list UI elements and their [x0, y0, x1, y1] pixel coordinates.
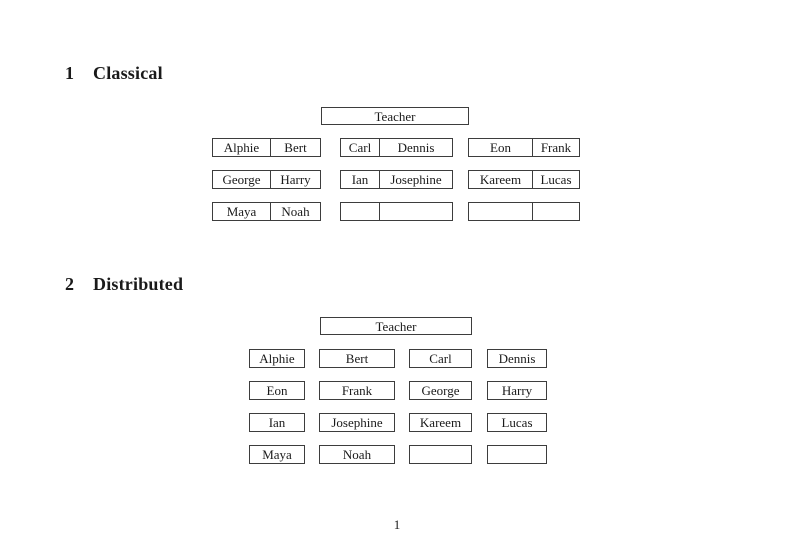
seat-cell: Harry — [280, 172, 311, 187]
distributed-seat-r3-c1: Ian — [249, 413, 305, 432]
distributed-seat-r2-c3: George — [409, 381, 472, 400]
distributed-seat-r4-c3 — [409, 445, 472, 464]
seat-cell — [380, 203, 452, 220]
page-number: 1 — [393, 517, 401, 532]
distributed-seat-r3-c3: Kareem — [409, 413, 472, 432]
distributed-seat-r2-c2: Frank — [319, 381, 395, 400]
distributed-seat-r3-c4: Lucas — [487, 413, 547, 432]
classical-desk-r1-c2: Carl Dennis — [340, 138, 453, 157]
classical-desk-r1-c3: Eon Frank — [468, 138, 580, 157]
seat-cell: Josephine — [390, 172, 442, 187]
seat-cell — [341, 203, 380, 220]
seat-cell: Lucas — [540, 172, 572, 187]
classical-desk-r3-c2 — [340, 202, 453, 221]
seat-cell: Noah — [281, 204, 310, 219]
seat-cell — [533, 203, 579, 220]
distributed-seat-r1-c1: Alphie — [249, 349, 305, 368]
classical-desk-r1-c1: Alphie Bert — [212, 138, 321, 157]
section-title: Distributed — [93, 274, 184, 294]
seat-cell: Eon — [469, 139, 533, 156]
seat-cell: Carl — [341, 139, 380, 156]
seat-cell: Maya — [213, 203, 271, 220]
classical-desk-r2-c1: George Harry — [212, 170, 321, 189]
classical-desk-r2-c3: Kareem Lucas — [468, 170, 580, 189]
classical-desk-r3-c1: Maya Noah — [212, 202, 321, 221]
section-number: 1 — [65, 63, 75, 83]
distributed-seat-r4-c4 — [487, 445, 547, 464]
section-heading-distributed: 2 Distributed — [65, 273, 183, 295]
seat-cell: Kareem — [469, 171, 533, 188]
distributed-seat-r4-c2: Noah — [319, 445, 395, 464]
distributed-seat-r2-c4: Harry — [487, 381, 547, 400]
classical-desk-r2-c2: Ian Josephine — [340, 170, 453, 189]
seat-cell: George — [213, 171, 271, 188]
section-number: 2 — [65, 274, 75, 294]
distributed-teacher-box: Teacher — [320, 317, 472, 335]
distributed-seat-r3-c2: Josephine — [319, 413, 395, 432]
seat-cell: Alphie — [213, 139, 271, 156]
distributed-seat-r1-c2: Bert — [319, 349, 395, 368]
seat-cell: Bert — [284, 140, 307, 155]
seat-cell: Frank — [540, 140, 572, 155]
seat-cell — [469, 203, 533, 220]
classical-desk-r3-c3 — [468, 202, 580, 221]
distributed-seat-r2-c1: Eon — [249, 381, 305, 400]
seat-cell: Ian — [341, 171, 380, 188]
distributed-seat-r4-c1: Maya — [249, 445, 305, 464]
distributed-seat-r1-c4: Dennis — [487, 349, 547, 368]
distributed-seat-r1-c3: Carl — [409, 349, 472, 368]
seat-cell: Dennis — [397, 140, 435, 155]
section-heading-classical: 1 Classical — [65, 62, 163, 84]
section-title: Classical — [93, 63, 163, 83]
classical-teacher-box: Teacher — [321, 107, 469, 125]
